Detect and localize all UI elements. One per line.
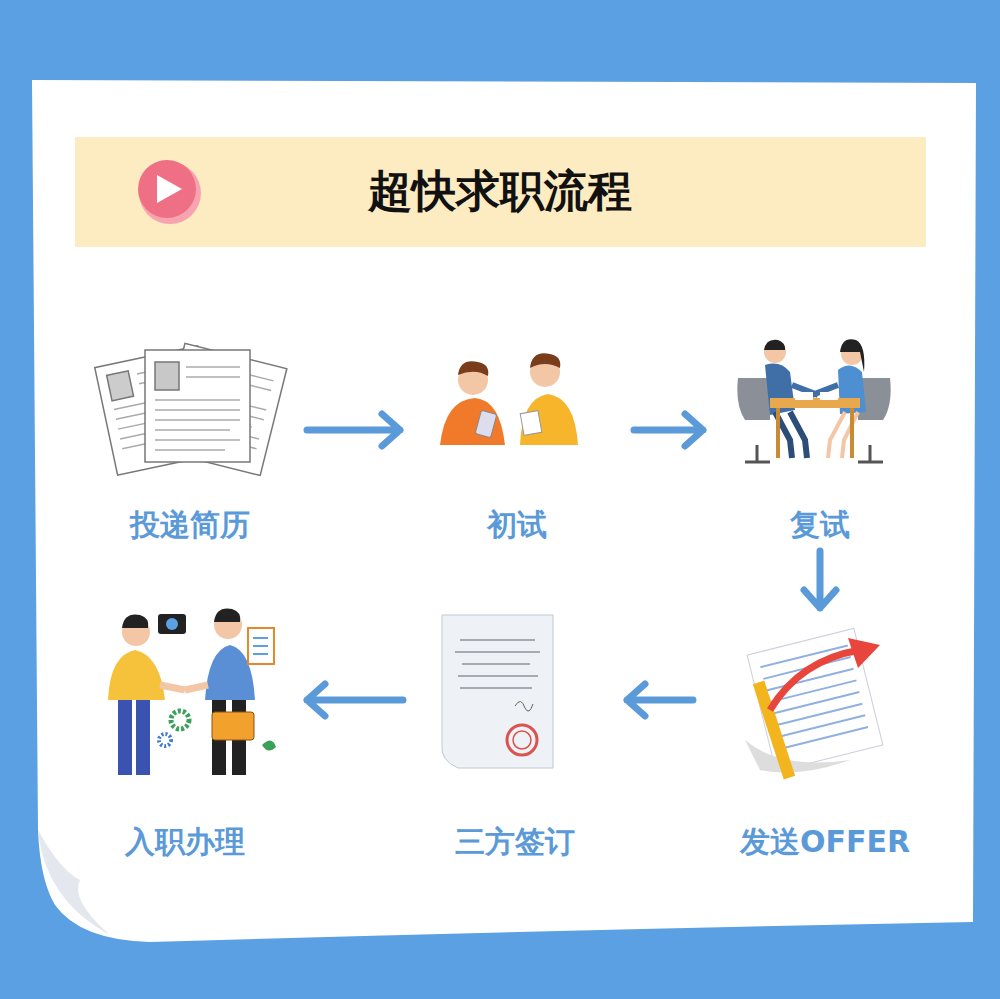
step-label: 三方签订 bbox=[455, 822, 575, 862]
step-node: 投递简历 bbox=[85, 330, 295, 545]
flow-arrow bbox=[804, 551, 836, 608]
step-node: 初试 bbox=[412, 330, 622, 545]
interview-illustration bbox=[440, 353, 578, 445]
play-triangle bbox=[157, 175, 182, 203]
step-label: 入职办理 bbox=[125, 822, 245, 862]
title-band bbox=[75, 137, 926, 247]
paper-card bbox=[32, 80, 976, 942]
arrow-path bbox=[634, 414, 703, 446]
step-label: 复试 bbox=[790, 505, 850, 545]
arrow-path bbox=[307, 414, 400, 446]
resume-illustration bbox=[95, 343, 287, 475]
step-label: 投递简历 bbox=[130, 505, 250, 545]
arrow-path bbox=[307, 684, 403, 716]
diagram-title: 超快求职流程 bbox=[250, 165, 750, 217]
flow-arrow bbox=[307, 414, 400, 446]
flow-arrow bbox=[627, 684, 693, 716]
paper-curl bbox=[38, 830, 110, 935]
contract-illustration bbox=[442, 615, 553, 768]
flow-arrow bbox=[307, 684, 403, 716]
flow-arrow bbox=[634, 414, 703, 446]
offer-illustration bbox=[745, 628, 883, 779]
play-icon bbox=[138, 160, 196, 218]
arrow-path bbox=[804, 551, 836, 608]
arrow-path bbox=[627, 684, 693, 716]
step-node: 复试 bbox=[715, 330, 925, 545]
step-node: 发送OFFER bbox=[705, 600, 945, 862]
meeting-illustration bbox=[737, 339, 890, 462]
step-label: 初试 bbox=[487, 505, 547, 545]
onboarding-illustration bbox=[108, 609, 276, 775]
step-label: 发送OFFER bbox=[740, 822, 910, 862]
step-node: 三方签订 bbox=[415, 600, 615, 862]
step-node: 入职办理 bbox=[75, 600, 295, 862]
